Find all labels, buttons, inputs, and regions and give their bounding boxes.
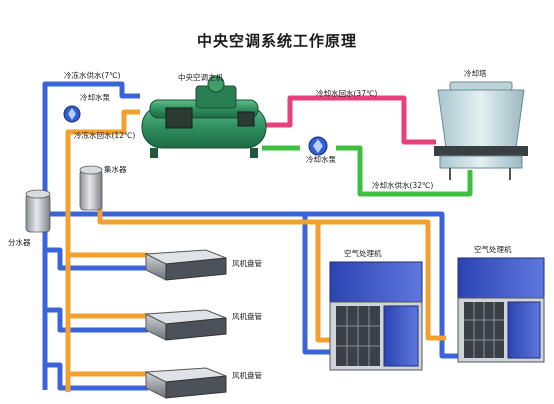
cooling-tower xyxy=(434,81,528,180)
fan-coil-unit-2 xyxy=(144,309,227,341)
cooling-pump-label: 冷却水泵 xyxy=(306,154,336,164)
chilled-supply-pipes xyxy=(35,81,458,391)
fcu-1-label: 风机盘管 xyxy=(232,258,262,268)
cooling-supply-label: 冷却水供水(32℃) xyxy=(372,180,433,190)
cooling-pump xyxy=(308,136,328,156)
fan-coil-unit-1 xyxy=(144,249,227,281)
main-unit-label: 中央空调主机 xyxy=(178,72,223,82)
fcu-3-label: 风机盘管 xyxy=(232,370,262,380)
ahu-1-label: 空气处理机 xyxy=(344,248,382,258)
collector xyxy=(79,165,103,211)
chilled-pump xyxy=(63,105,81,123)
collector-label: 集水器 xyxy=(104,164,127,174)
air-handling-unit-1 xyxy=(329,261,423,371)
cooling-return-pipes xyxy=(262,95,436,145)
cooling-return-label: 冷却水回水(37℃) xyxy=(316,88,377,98)
air-handling-unit-2 xyxy=(457,257,545,363)
chilled-supply-label: 冷冻水供水(7℃) xyxy=(64,70,121,80)
chilled-pump-label: 冷却水泵 xyxy=(80,92,110,102)
diagram-title: 中央空调系统工作原理 xyxy=(197,32,357,50)
cooling-tower-label: 冷却塔 xyxy=(464,68,487,78)
chilled-return-pipes xyxy=(65,109,446,392)
fcu-2-label: 风机盘管 xyxy=(232,311,262,321)
distributor xyxy=(25,189,51,233)
chiller-unit xyxy=(141,75,267,158)
chilled-return-label: 冷冻水回水(12℃) xyxy=(74,130,135,140)
ahu-2-label: 空气处理机 xyxy=(474,244,512,254)
distributor-label: 分水器 xyxy=(8,237,31,247)
cooling-supply-pipes xyxy=(262,145,473,197)
fan-coil-unit-3 xyxy=(144,367,227,399)
